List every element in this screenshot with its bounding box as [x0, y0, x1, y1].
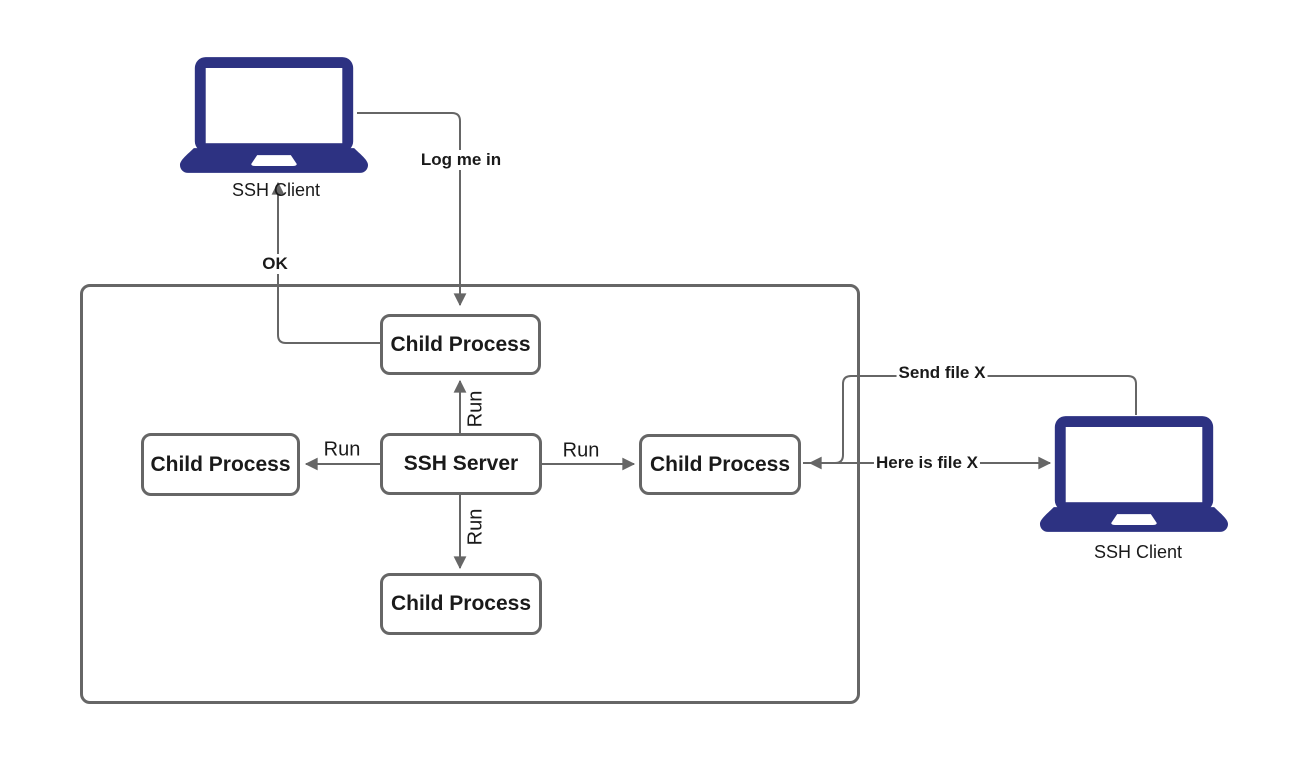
node-label: Child Process [390, 332, 531, 356]
server-boundary-box [80, 284, 860, 704]
edge-label-send-file: Send file X [896, 363, 988, 383]
node-label: Child Process [150, 452, 291, 476]
node-child-process-top: Child Process [380, 314, 541, 375]
edge-log-me-in-line [357, 112, 467, 307]
edge-label-run-left: Run [323, 438, 361, 461]
node-child-process-bottom: Child Process [380, 573, 542, 635]
edge-label-run-right: Run [562, 439, 600, 462]
node-label: Child Process [390, 592, 532, 615]
edge-label-ok: OK [260, 254, 290, 274]
edge-ok-line [271, 181, 380, 344]
node-child-process-right: Child Process [639, 434, 801, 495]
ssh-client-label-right: SSH Client [1093, 542, 1183, 562]
laptop-icon [1039, 416, 1229, 532]
node-child-process-left: Child Process [141, 433, 300, 496]
edge-label-log-me-in: Log me in [418, 150, 504, 170]
node-label: Child Process [649, 452, 791, 476]
ssh-client-label-left: SSH Client [231, 180, 321, 200]
node-label: SSH Server [403, 452, 519, 475]
edge-label-run-bottom: Run [464, 508, 487, 546]
laptop-icon [179, 57, 369, 173]
edge-send-file-line [808, 375, 1137, 470]
edge-label-here-is-file: Here is file X [873, 453, 981, 473]
edge-label-run-top: Run [464, 390, 487, 428]
node-ssh-server: SSH Server [380, 433, 542, 495]
